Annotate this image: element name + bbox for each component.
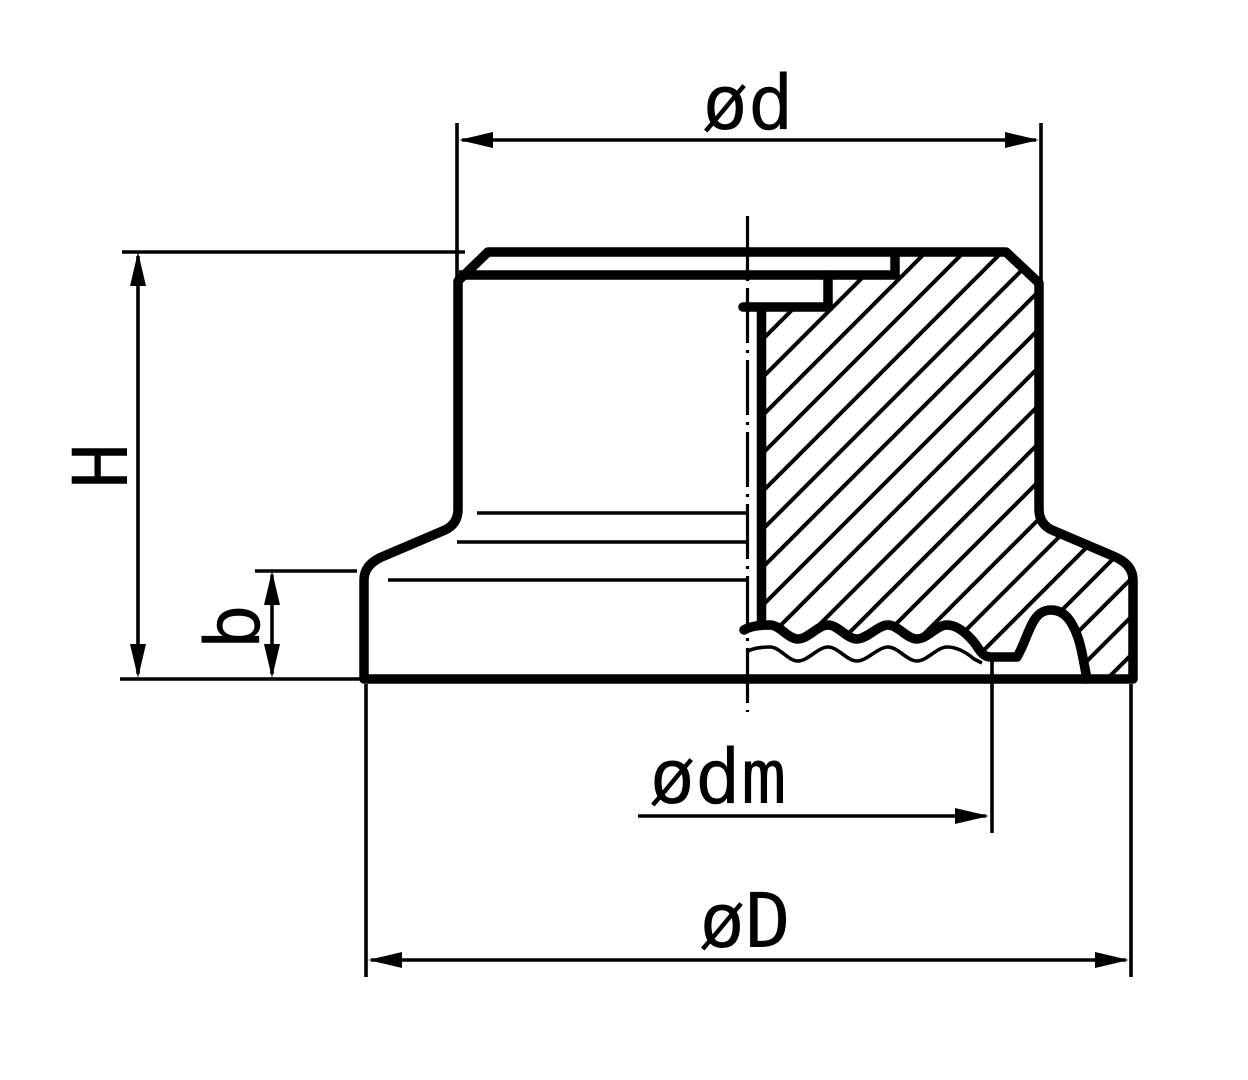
arrowhead-b-top bbox=[264, 571, 280, 605]
part-right-profile bbox=[1002, 248, 1138, 679]
serration-back-edge bbox=[747, 645, 983, 665]
label-dia-top: ød bbox=[702, 58, 794, 147]
counterbore-shelf bbox=[738, 270, 833, 312]
part-left-profile bbox=[359, 248, 492, 679]
label-overall-height: H bbox=[56, 443, 145, 489]
top-recess-shelf bbox=[459, 252, 900, 280]
arrowhead-dm-right bbox=[955, 808, 989, 824]
arrowhead-H-top bbox=[130, 252, 146, 286]
arrowhead-d-left bbox=[459, 132, 493, 148]
arrowhead-H-bottom bbox=[130, 644, 146, 678]
arrowhead-D-right bbox=[1095, 952, 1129, 968]
arrowhead-b-bottom bbox=[264, 644, 280, 678]
label-dia-serration: ødm bbox=[649, 732, 786, 821]
arrowhead-d-right bbox=[1005, 132, 1039, 148]
serration-profile bbox=[739, 605, 1092, 684]
section-hatch-fill bbox=[744, 252, 1133, 679]
label-flange-height: b bbox=[188, 604, 277, 650]
label-dia-flange: øD bbox=[699, 876, 791, 965]
arrowhead-D-left bbox=[368, 952, 402, 968]
